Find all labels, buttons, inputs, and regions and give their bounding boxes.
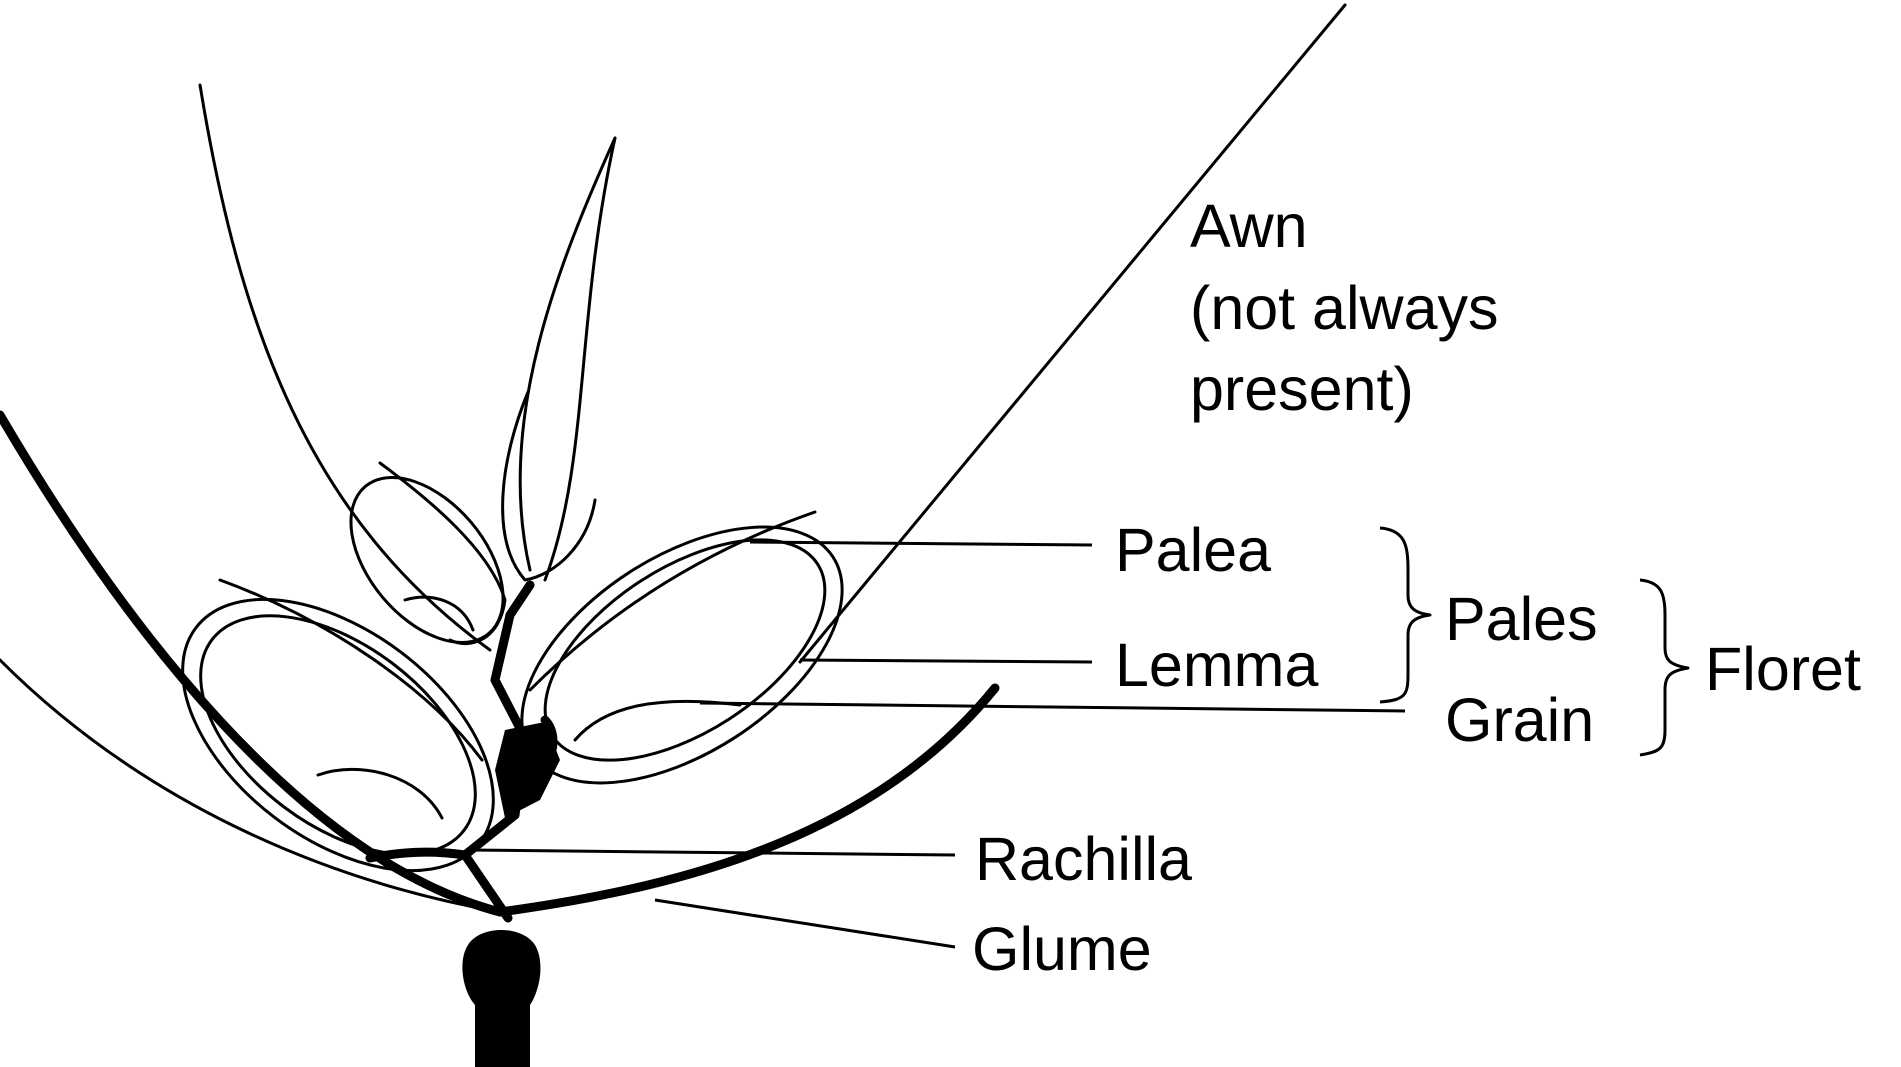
- grain-leader: [700, 703, 1405, 711]
- label-awn: Awn: [1190, 192, 1308, 260]
- left-floret-grain: [318, 769, 442, 818]
- outer-glume-left: [0, 415, 500, 912]
- left-floret-bract-line: [220, 580, 482, 760]
- label-rachilla: Rachilla: [975, 825, 1192, 893]
- right-floret-grain: [575, 701, 740, 740]
- pedicel-base: [462, 930, 540, 1067]
- glume-right: [500, 688, 995, 912]
- label-palea: Palea: [1115, 516, 1271, 584]
- labels: Awn (not always present) Palea Lemma Pal…: [972, 192, 1861, 983]
- label-floret: Floret: [1705, 635, 1861, 703]
- pales-brace: [1380, 528, 1430, 702]
- upper-left-bract: [200, 85, 490, 650]
- glume-leader: [655, 900, 955, 947]
- palea-leader: [750, 542, 1092, 545]
- label-pales: Pales: [1445, 585, 1598, 653]
- right-floret-bract-line: [530, 512, 815, 690]
- upper-pointed-bract-side: [545, 138, 615, 580]
- rachilla-leader: [468, 850, 955, 855]
- label-lemma: Lemma: [1115, 631, 1318, 699]
- upper-pointed-bract: [520, 138, 615, 570]
- floret-brace: [1640, 580, 1688, 755]
- label-glume: Glume: [972, 915, 1152, 983]
- middle-floret-palea: [380, 463, 505, 644]
- inner-small-bract: [503, 392, 595, 580]
- lemma-leader: [800, 660, 1092, 662]
- label-awn-note-2: present): [1190, 355, 1414, 423]
- label-awn-note-1: (not always: [1190, 274, 1499, 342]
- label-grain: Grain: [1445, 686, 1594, 754]
